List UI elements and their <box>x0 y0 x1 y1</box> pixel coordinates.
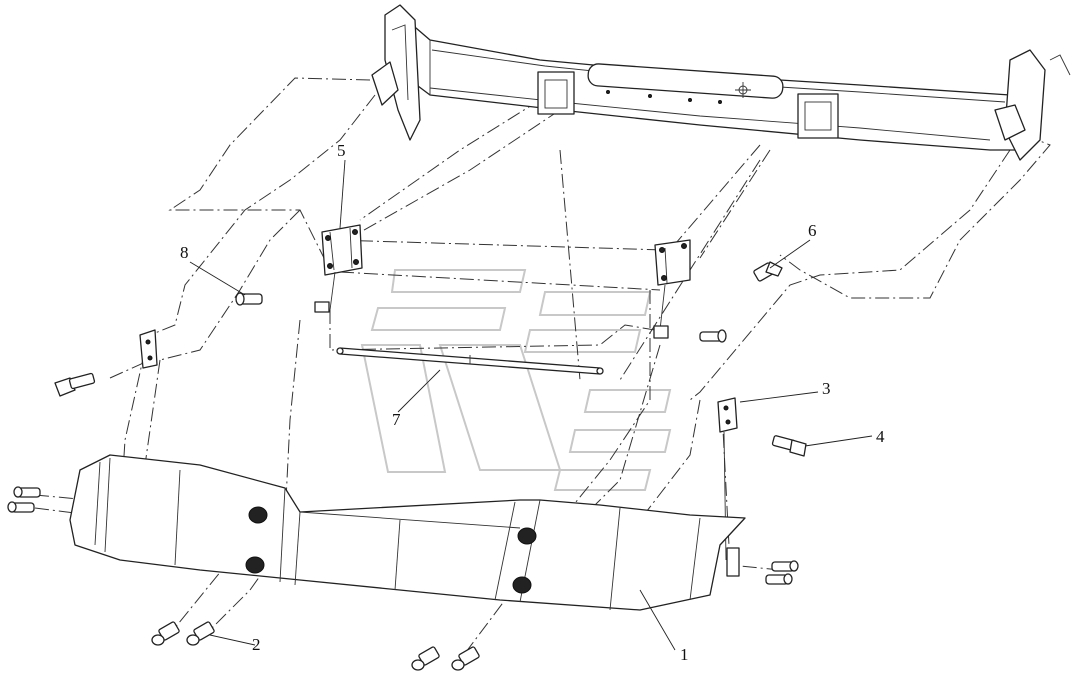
callout-8: 8 <box>180 243 189 262</box>
callout-6: 6 <box>808 221 817 240</box>
bolts-lower-middle <box>411 646 480 671</box>
clip-bracket-left <box>139 329 158 369</box>
roof-frame-beam <box>371 4 1071 161</box>
sun-visor <box>69 454 746 611</box>
bracket-right-upper <box>653 239 691 339</box>
flange-bolt-right <box>771 435 807 457</box>
bolt-8 <box>235 292 263 306</box>
watermark-logo <box>360 269 672 491</box>
callout-1: 1 <box>680 645 689 664</box>
callout-4: 4 <box>876 427 885 446</box>
bolt-6 <box>753 261 783 282</box>
callout-2: 2 <box>252 635 261 654</box>
bolts-left-side <box>7 486 41 513</box>
bracket-left-upper <box>314 224 363 313</box>
bolts-lower-left <box>151 621 215 646</box>
callout-7: 7 <box>392 410 401 429</box>
callout-3: 3 <box>822 379 831 398</box>
flange-bolt-left <box>54 372 96 397</box>
bolt-right-mid <box>699 329 727 343</box>
cross-rod <box>336 347 604 375</box>
leader-lines <box>189 159 873 651</box>
callout-5: 5 <box>337 141 346 160</box>
clip-bracket-right <box>717 397 738 561</box>
bolts-right-side <box>765 560 799 585</box>
